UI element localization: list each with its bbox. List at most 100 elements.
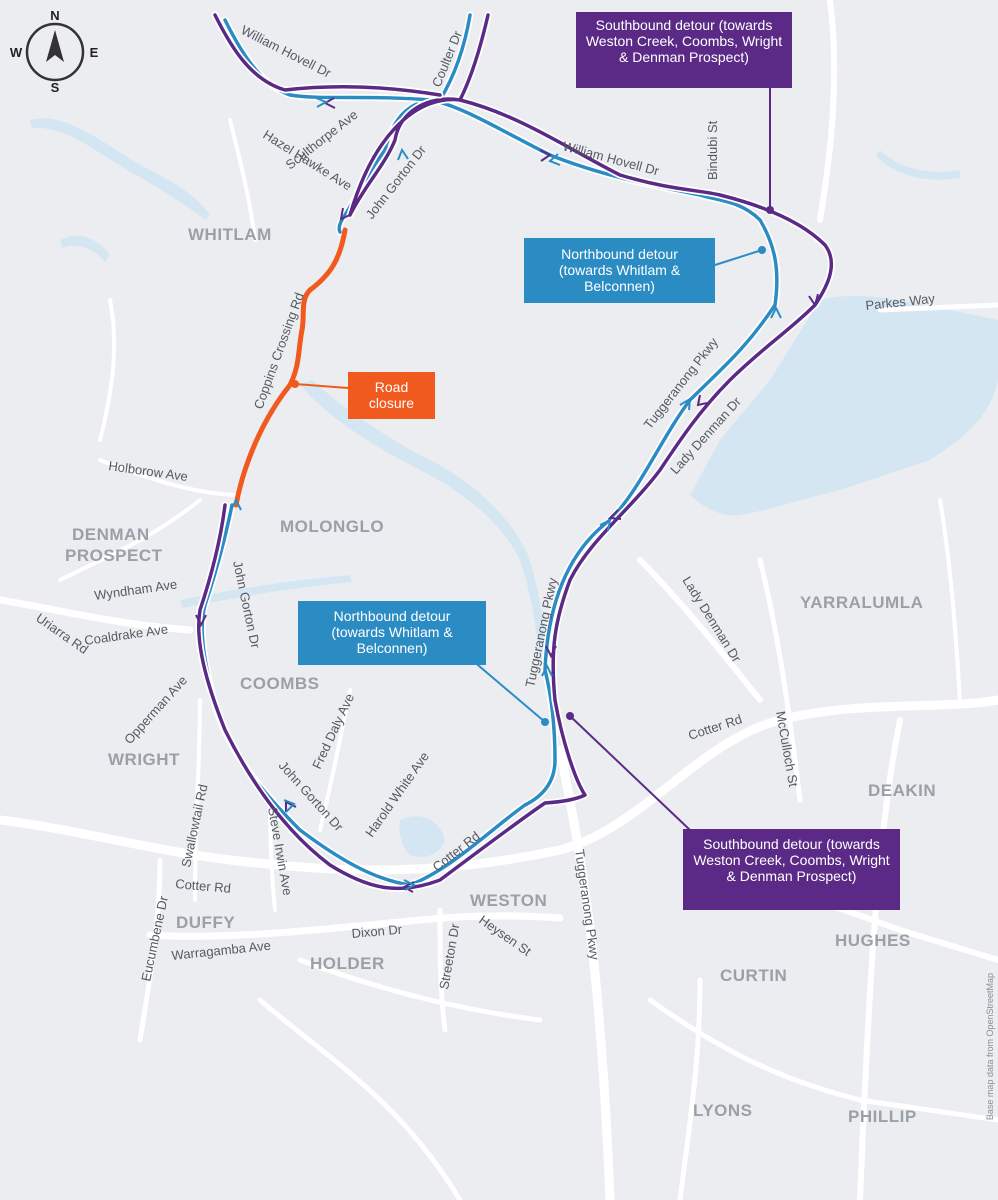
callout-northbound-center: Northbound detour (towards Whitlam & Bel… xyxy=(298,601,486,665)
suburb-label: LYONS xyxy=(693,1101,753,1120)
arrow-icon xyxy=(397,147,409,161)
compass-w: W xyxy=(10,45,23,60)
suburb-label: COOMBS xyxy=(240,674,320,693)
road xyxy=(228,118,257,242)
arrow-icon xyxy=(539,149,552,162)
arrow-icon xyxy=(607,509,622,520)
leader-dot xyxy=(758,246,766,254)
leader-north-right xyxy=(714,249,763,266)
road xyxy=(817,0,838,223)
suburb-label: DEAKIN xyxy=(868,781,936,800)
road xyxy=(268,798,277,912)
road xyxy=(146,912,564,940)
road xyxy=(637,557,763,703)
leader-south-bottom xyxy=(569,715,691,831)
road xyxy=(257,997,463,1200)
leader-north-center xyxy=(471,659,546,723)
street-label: Warragamba Ave xyxy=(171,938,272,963)
northbound-branch-west-line xyxy=(223,18,432,102)
arrow-icon xyxy=(339,207,351,221)
leader-dot xyxy=(291,380,299,388)
leader-dot xyxy=(766,206,774,214)
callout-southbound-bottom: Southbound detour (towards Weston Creek,… xyxy=(683,829,900,910)
road xyxy=(137,857,163,1043)
northbound-branch-north-line xyxy=(438,13,472,102)
northbound-route-line xyxy=(200,98,779,887)
arrow-icon xyxy=(548,153,561,166)
compass-ring xyxy=(25,22,85,82)
compass: N S E W xyxy=(10,8,99,95)
arrow-icon xyxy=(770,305,782,319)
road xyxy=(757,557,803,803)
compass-needle-icon xyxy=(46,30,64,62)
arrow-icon xyxy=(315,97,329,108)
arrow-icon xyxy=(283,799,296,813)
street-label: Lady Denman Dr xyxy=(679,574,744,666)
road xyxy=(877,302,998,313)
callout-southbound-top: Southbound detour (towards Weston Creek,… xyxy=(576,12,792,88)
street-label: Wyndham Ave xyxy=(93,577,178,603)
arrow-icon xyxy=(545,645,557,659)
callout-leaders xyxy=(291,88,774,831)
suburb-label: HOLDER xyxy=(310,954,385,973)
suburb-label: HUGHES xyxy=(835,931,911,950)
street-label: Fred Daly Ave xyxy=(309,691,357,771)
road xyxy=(647,997,998,1123)
callout-road-closure: Road closure xyxy=(348,372,435,419)
street-label: Opperman Ave xyxy=(121,673,190,747)
arrow-icon xyxy=(230,497,242,511)
suburb-label: DENMAN xyxy=(72,525,150,544)
road xyxy=(0,695,998,875)
street-label: Cotter Rd xyxy=(175,876,232,896)
leader-closure xyxy=(294,383,349,389)
pond-whitlam xyxy=(30,118,210,220)
road xyxy=(98,298,117,442)
direction-arrows xyxy=(195,97,819,893)
river-west xyxy=(180,575,352,608)
leader-dot xyxy=(566,712,574,720)
suburb-label: PROSPECT xyxy=(65,546,163,565)
street-label: Hazel Hawke Ave xyxy=(260,127,354,194)
molonglo-river xyxy=(300,380,548,660)
road xyxy=(677,977,703,1200)
southbound-detour-route xyxy=(195,11,835,892)
stream-ne xyxy=(876,150,960,180)
suburb-label: DUFFY xyxy=(176,913,235,932)
road xyxy=(297,957,543,1023)
suburb-labels: WHITLAM MOLONGLO DENMAN PROSPECT COOMBS … xyxy=(65,225,936,1126)
lake-burley-griffin xyxy=(690,295,998,516)
road xyxy=(437,907,448,1033)
street-label: Parkes Way xyxy=(865,291,936,313)
map-attribution: Base map data from OpenStreetMap xyxy=(985,972,995,1120)
road xyxy=(318,688,352,832)
suburb-label: WRIGHT xyxy=(108,750,180,769)
compass-n: N xyxy=(50,8,59,23)
road xyxy=(555,745,615,1200)
street-label: Bindubi St xyxy=(705,120,720,180)
street-label: Tuggeranong Pkwy xyxy=(572,848,602,961)
arrow-icon xyxy=(195,614,207,628)
street-label: John Gorton Dr xyxy=(230,560,263,651)
suburb-label: WHITLAM xyxy=(188,225,272,244)
street-label: Holborow Ave xyxy=(108,458,189,484)
leader-dot xyxy=(541,718,549,726)
suburb-label: PHILLIP xyxy=(848,1107,917,1126)
arrow-icon xyxy=(403,879,417,891)
suburb-label: CURTIN xyxy=(720,966,787,985)
street-label: Dixon Dr xyxy=(351,922,403,941)
street-label: McCulloch St xyxy=(773,710,801,788)
road xyxy=(58,498,202,582)
road xyxy=(193,698,202,902)
compass-s: S xyxy=(51,80,60,95)
road-closure-route xyxy=(233,227,348,508)
water-bodies xyxy=(30,118,998,857)
arrow-icon xyxy=(679,397,692,411)
pond-weston xyxy=(399,816,445,857)
arrow-icon xyxy=(696,394,708,407)
road xyxy=(98,458,242,497)
suburb-label: WESTON xyxy=(470,891,547,910)
southbound-route-line xyxy=(196,13,834,891)
road xyxy=(0,596,194,634)
